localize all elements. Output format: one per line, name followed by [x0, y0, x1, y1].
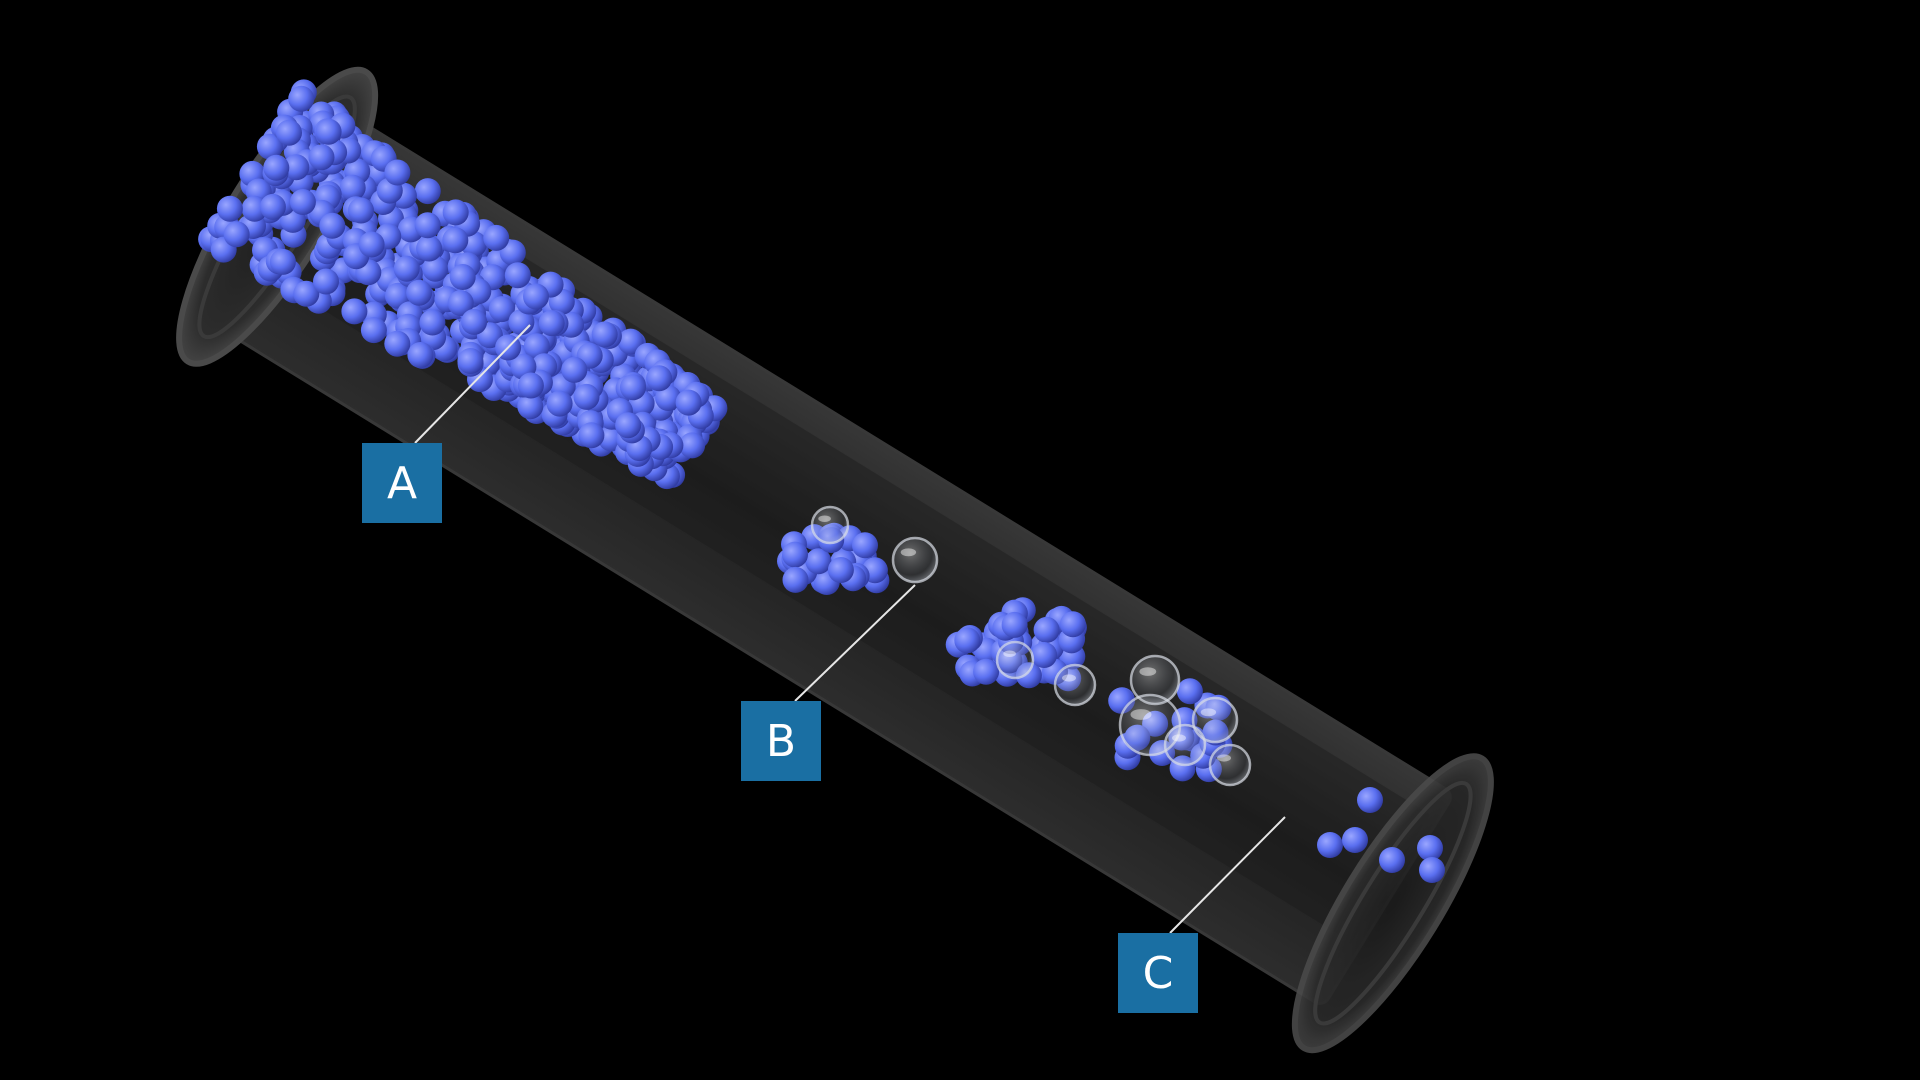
blue-sphere-particle	[827, 557, 854, 583]
blue-sphere-particle	[852, 532, 878, 559]
blue-sphere-particle	[288, 85, 315, 112]
blue-sphere-particle	[223, 221, 250, 248]
transparent-bubble-shell	[891, 536, 939, 584]
label-b: B	[741, 701, 821, 781]
blue-sphere-particle	[573, 383, 600, 410]
blue-sphere-particle	[523, 333, 550, 360]
blue-sphere-particle	[360, 317, 387, 344]
blue-sphere-particle	[578, 422, 605, 449]
blue-sphere-particle	[679, 432, 706, 459]
transparent-bubble-shell	[1163, 723, 1207, 767]
blue-sphere-particle	[675, 389, 702, 416]
leader-line-c	[1169, 816, 1286, 934]
blue-sphere-particle	[283, 154, 310, 181]
transparent-bubble-shell	[1053, 663, 1097, 707]
blue-sphere-particle	[308, 144, 335, 171]
blue-sphere-particle	[1357, 787, 1383, 813]
blue-sphere-particle	[1001, 611, 1028, 638]
blue-sphere-particle	[414, 178, 441, 205]
blue-sphere-particle	[422, 255, 449, 282]
blue-sphere-particle	[449, 264, 476, 290]
blue-sphere-particle	[216, 195, 243, 222]
blue-sphere-particle	[561, 356, 588, 383]
right-flange-rim	[1313, 780, 1473, 1026]
blue-sphere-particle	[1417, 835, 1443, 861]
blue-sphere-particle	[393, 255, 420, 282]
blue-sphere-particle	[805, 548, 832, 575]
blue-sphere-particle	[488, 296, 515, 323]
blue-sphere-particle	[293, 280, 320, 307]
blue-sphere-particle	[954, 627, 981, 654]
blue-sphere-particle	[416, 235, 443, 262]
blue-sphere-particle	[319, 212, 346, 239]
blue-sphere-particle	[263, 154, 290, 181]
blue-sphere-particle	[313, 268, 339, 295]
leader-line-a	[414, 324, 531, 444]
transparent-bubble-shell	[1191, 696, 1239, 744]
label-a: A	[362, 443, 442, 523]
blue-sphere-particle	[358, 231, 385, 258]
blue-sphere-particle	[620, 374, 646, 401]
blue-sphere-particle	[546, 390, 573, 417]
blue-sphere-particle	[517, 372, 544, 399]
blue-sphere-particle	[499, 239, 526, 266]
blue-sphere-particle	[259, 193, 286, 220]
blue-sphere-particle	[442, 199, 469, 226]
blue-sphere-particle	[269, 248, 296, 275]
transparent-bubble-shell	[1208, 743, 1252, 787]
blue-sphere-particle	[655, 385, 682, 411]
blue-sphere-particle	[442, 227, 469, 254]
blue-sphere-particle	[1031, 642, 1058, 668]
blue-sphere-particle	[414, 212, 441, 239]
blue-sphere-particle	[461, 308, 488, 335]
blue-sphere-particle	[782, 541, 808, 568]
transparent-bubble-shell	[810, 505, 850, 545]
transparent-bubble-shell	[995, 640, 1035, 680]
blue-sphere-particle	[339, 174, 366, 201]
blue-sphere-particle	[782, 566, 809, 593]
blue-sphere-particle	[1342, 827, 1368, 853]
blue-sphere-particle	[276, 119, 302, 146]
blue-sphere-particle	[348, 197, 374, 224]
blue-sphere-particle	[1379, 847, 1405, 873]
blue-sphere-particle	[341, 298, 368, 325]
blue-sphere-particle	[973, 658, 1000, 685]
blue-sphere-particle	[591, 321, 618, 348]
blue-sphere-particle	[384, 159, 411, 186]
blue-sphere-particle	[457, 348, 484, 374]
blue-sphere-particle	[384, 282, 411, 309]
blue-sphere-particle	[407, 342, 434, 368]
blue-sphere-particle	[1176, 678, 1203, 705]
blue-sphere-particle	[447, 290, 474, 316]
blue-sphere-particle	[1059, 611, 1086, 638]
blue-sphere-particle	[289, 189, 316, 215]
blue-sphere-particle	[1317, 832, 1343, 858]
label-c: C	[1118, 933, 1198, 1013]
blue-sphere-particle	[517, 393, 544, 420]
blue-sphere-particle	[384, 330, 411, 357]
blue-sphere-particle	[1419, 857, 1445, 883]
blue-sphere-particle	[1033, 616, 1060, 643]
blue-sphere-particle	[504, 262, 531, 289]
blue-sphere-particle	[646, 365, 673, 392]
blue-sphere-particle	[483, 224, 510, 251]
blue-sphere-particle	[256, 133, 283, 160]
blue-sphere-particle	[406, 279, 433, 306]
particle-layer	[198, 79, 1445, 883]
bubble-layer	[810, 505, 1252, 787]
transparent-bubble-shell	[1129, 654, 1181, 706]
blue-sphere-particle	[617, 328, 644, 355]
blue-sphere-particle	[419, 309, 446, 336]
blue-sphere-particle	[538, 310, 565, 337]
right-flange	[1291, 753, 1494, 1054]
blue-sphere-particle	[615, 412, 642, 439]
blue-sphere-particle	[315, 118, 342, 145]
blue-sphere-particle	[523, 283, 549, 310]
leader-line-b	[794, 584, 916, 702]
blue-sphere-particle	[508, 309, 535, 336]
